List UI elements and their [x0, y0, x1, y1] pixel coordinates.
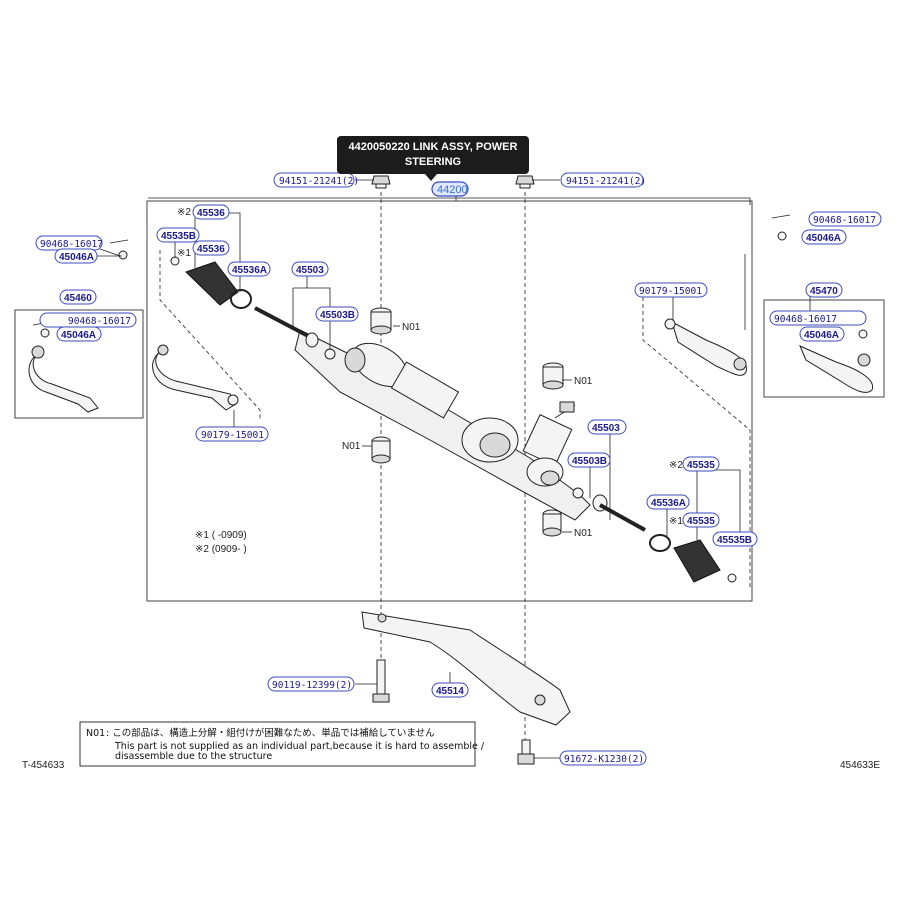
- label-n01-b: N01: [574, 376, 593, 387]
- label-nut-right[interactable]: 94151-21241(2): [566, 176, 646, 187]
- tooltip-line-1: 4420050220 LINK ASSY, POWER: [348, 141, 518, 153]
- label-pin-left[interactable]: 90468-16017: [40, 239, 103, 250]
- label-clamp-left[interactable]: 45535B: [161, 231, 196, 242]
- footer-left-code: T-454633: [22, 760, 65, 771]
- label-nut-tie-right[interactable]: 90179-15001: [639, 286, 702, 297]
- label-band-left[interactable]: 45536A: [232, 265, 267, 276]
- label-rod-right-b[interactable]: 45503B: [572, 456, 607, 467]
- tie-rod-end-right-icon: [664, 318, 747, 376]
- steering-rack-icon: [294, 329, 591, 521]
- label-crossmember[interactable]: 45514: [436, 686, 464, 697]
- tie-rod-end-right-detail-icon: [799, 345, 874, 393]
- label-castle-right2[interactable]: 45046A: [804, 330, 839, 341]
- label-tie-end-left-group[interactable]: 45460: [64, 293, 92, 304]
- label-pin-left2[interactable]: 90468-16017: [68, 316, 131, 327]
- range-note-2: ※2 (0909- ): [195, 544, 247, 555]
- label-mark-1r: ※1: [669, 516, 683, 527]
- boot-right-icon: [649, 534, 737, 583]
- bushing-upper-left-icon: [370, 307, 392, 335]
- part-tooltip: 4420050220 LINK ASSY, POWER STEERING: [337, 136, 529, 181]
- cotter-pin-left-icon: [109, 239, 129, 260]
- note-english-1: This part is not supplied as an individu…: [114, 741, 485, 752]
- tie-rod-end-left-icon: [152, 344, 239, 411]
- note-japanese: : この部品は、構造上分解・組付けが困難なため、単品では補給していません: [106, 727, 435, 739]
- tie-rod-end-left-detail-icon: [28, 345, 99, 413]
- bushing-upper-right-icon: [542, 362, 564, 390]
- bushing-lower-left-icon: [371, 436, 391, 464]
- bolt-left-icon: [372, 659, 390, 703]
- left-tie-end-frame: [14, 309, 144, 419]
- label-n01-d: N01: [574, 528, 593, 539]
- label-boot-clamp-left[interactable]: 45536: [197, 208, 225, 219]
- label-castle-left[interactable]: 45046A: [59, 252, 94, 263]
- label-nut-tie-left[interactable]: 90179-15001: [201, 430, 264, 441]
- label-bolt-right[interactable]: 91672-K1230(2): [564, 754, 644, 765]
- label-nut-left[interactable]: 94151-21241(2): [279, 176, 359, 187]
- inner-rod-right-icon: [572, 487, 646, 532]
- label-rod-left[interactable]: 45503: [296, 265, 324, 276]
- note-english-2: disassemble due to the structure: [115, 751, 272, 762]
- bushing-lower-right-icon: [542, 509, 562, 537]
- label-mark-2r: ※2: [669, 460, 683, 471]
- label-mark-2: ※2: [177, 207, 191, 218]
- label-rod-right[interactable]: 45503: [592, 423, 620, 434]
- label-boot-left[interactable]: 45536: [197, 244, 225, 255]
- label-pin-right[interactable]: 90468-16017: [813, 215, 876, 226]
- label-bolt[interactable]: 90119-12399(2): [272, 680, 352, 691]
- right-tie-end-frame: [763, 299, 885, 398]
- label-tie-end-right-group[interactable]: 45470: [810, 286, 838, 297]
- label-boot-right2[interactable]: 45535: [687, 516, 715, 527]
- range-note-1: ※1 ( -0909): [195, 530, 247, 541]
- cotter-pin-right-icon: [771, 214, 791, 241]
- footer-right-code: 454633E: [840, 760, 880, 771]
- inner-rod-left-icon: [254, 306, 336, 360]
- label-n01-a: N01: [402, 322, 421, 333]
- cotter-pin-right2-icon: [858, 329, 868, 339]
- label-mark-1: ※1: [177, 248, 191, 259]
- assembly-frame: [146, 200, 753, 602]
- note-code: N01: [86, 728, 105, 739]
- label-main-assy[interactable]: 44200: [437, 184, 468, 196]
- tooltip-line-2: STEERING: [404, 156, 462, 168]
- note-box: N01 : この部品は、構造上分解・組付けが困難なため、単品では補給していません…: [79, 721, 485, 767]
- label-castle-left2[interactable]: 45046A: [61, 330, 96, 341]
- crossmember-icon: [361, 611, 571, 726]
- label-castle-right[interactable]: 45046A: [806, 233, 841, 244]
- label-pin-right2[interactable]: 90468-16017: [774, 314, 837, 325]
- nut-right-icon: [515, 175, 535, 189]
- part-labels: 94151-21241(2) 94151-21241(2) 44200 ※2 4…: [35, 172, 882, 766]
- label-band-right[interactable]: 45536A: [651, 498, 686, 509]
- nut-left-icon: [371, 175, 391, 189]
- label-rod-left-b[interactable]: 45503B: [320, 310, 355, 321]
- label-clamp-right[interactable]: 45535B: [717, 535, 752, 546]
- label-n01-c: N01: [342, 441, 361, 452]
- label-boot-right[interactable]: 45535: [687, 460, 715, 471]
- bolt-right-icon: [517, 739, 535, 765]
